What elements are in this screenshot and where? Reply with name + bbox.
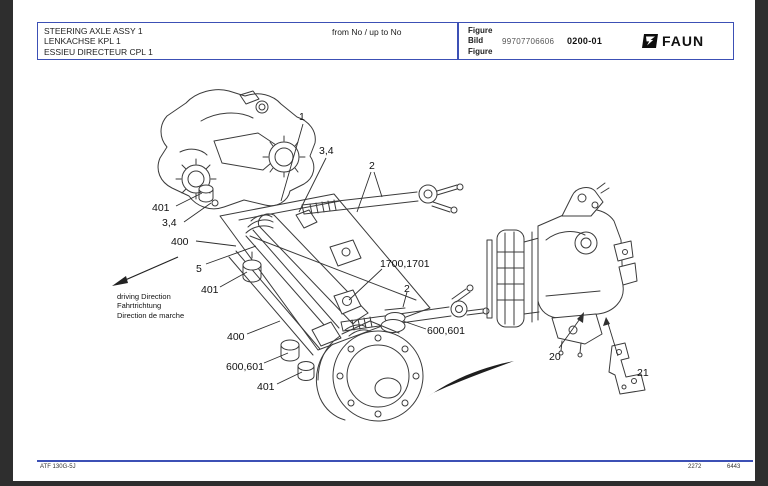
footer-number-left: 2272 — [688, 464, 702, 470]
figure-label-fr: Figure — [468, 46, 493, 56]
figure-number: 99707706606 — [502, 37, 555, 46]
faun-logo-icon — [642, 34, 658, 48]
hub-detail-drawing — [486, 182, 638, 358]
callout-401-top: 401 — [152, 202, 170, 214]
callout-600-601-right: 600,601 — [427, 325, 465, 337]
callout-3-4-upper: 3,4 — [319, 145, 334, 157]
footer-number-right: 6443 — [727, 464, 741, 470]
scan-edge-left — [0, 0, 13, 486]
callout-2-lower: 2 — [404, 283, 410, 295]
callout-leader-lines — [175, 123, 619, 385]
title-french: ESSIEU DIRECTEUR CPL 1 — [44, 46, 153, 57]
figure-field-labels: Figure Bild Figure — [468, 26, 492, 57]
figure-label-en: Figure — [468, 26, 493, 35]
direction-line-de: Fahrtrichtung — [117, 301, 162, 311]
callout-401-bottom: 401 — [257, 381, 275, 393]
title-german: LENKACHSE KPL 1 — [44, 36, 121, 47]
header-divider — [457, 23, 459, 59]
title-english: STEERING AXLE ASSY 1 — [44, 26, 143, 36]
callout-3-4-left: 3,4 — [162, 217, 177, 229]
scan-edge-bottom — [0, 481, 768, 486]
figure-code: 0200-01 — [567, 36, 603, 46]
figure-label-de: Bild — [468, 36, 484, 46]
callout-400-left: 400 — [171, 236, 189, 248]
callout-401-mid: 401 — [201, 284, 219, 296]
callout-1700-1701: 1700,1701 — [380, 258, 430, 270]
assembly-titles: STEERING AXLE ASSY 1 LENKACHSE KPL 1 ESS… — [44, 26, 153, 57]
callout-20: 20 — [549, 351, 561, 363]
callout-600-601-bottom: 600,601 — [226, 361, 264, 373]
callout-2-upper: 2 — [369, 160, 375, 172]
scan-edge-right — [755, 0, 768, 486]
callout-21: 21 — [637, 367, 649, 379]
faun-logo-text: FAUN — [662, 33, 705, 49]
callout-1: 1 — [299, 111, 305, 123]
serial-range-note: from No / up to No — [332, 27, 402, 37]
callout-400-bottom: 400 — [227, 331, 245, 343]
driving-direction-arrow — [112, 256, 179, 286]
direction-line-en: driving Direction — [117, 292, 171, 301]
driving-direction-text: driving Direction Fahrtrichtung Directio… — [117, 292, 184, 320]
detail-swoosh-arrow — [426, 361, 514, 398]
main-assembly-drawing — [157, 89, 490, 422]
faun-logo: FAUN — [642, 33, 704, 49]
callout-5: 5 — [196, 263, 202, 275]
model-code: ATF 130G-5J — [40, 464, 76, 470]
header-box: STEERING AXLE ASSY 1 LENKACHSE KPL 1 ESS… — [37, 22, 734, 60]
footer-rule — [37, 460, 753, 462]
direction-line-fr: Direction de marche — [117, 310, 185, 320]
